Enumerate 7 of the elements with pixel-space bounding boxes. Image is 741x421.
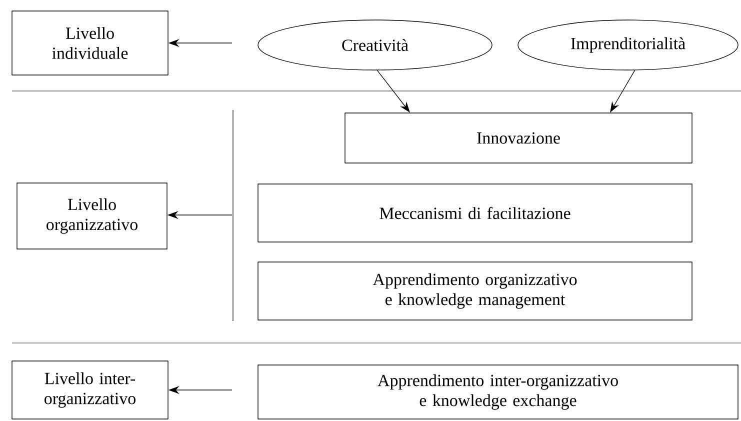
level-box: Livello individuale xyxy=(12,10,168,76)
process-box: Meccanismi di facilitazione xyxy=(258,184,692,242)
process-box: Innovazione xyxy=(344,112,692,164)
process-box: Apprendimento organizzativo e knowledge management xyxy=(258,262,692,320)
level-box: Livello inter-organizzativo xyxy=(12,360,168,420)
process-box: Apprendimento inter-organizzativo e knowledge exchange xyxy=(258,364,738,420)
level-box: Livello organizzativo xyxy=(16,182,168,250)
